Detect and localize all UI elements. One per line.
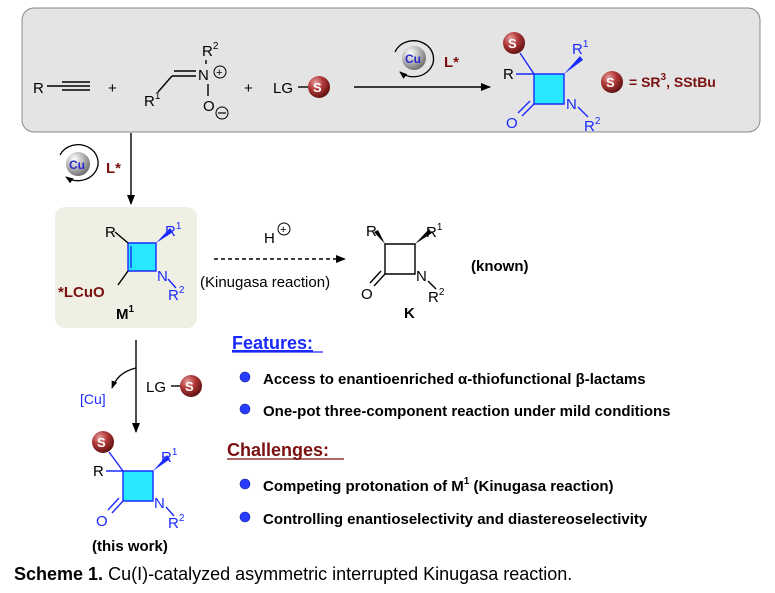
proton-charge: + [280, 224, 286, 236]
lower-s-ball-icon [180, 375, 202, 397]
challenges-section: Challenges: Competing protonation of M1 … [227, 440, 648, 528]
m1-r-label: R [105, 224, 116, 241]
tw-s-label: S [97, 435, 106, 450]
lower-lg-label: LG [146, 379, 166, 396]
bullet-icon [239, 511, 251, 523]
challenge-item-1: Competing protonation of M1 (Kinugasa re… [263, 476, 614, 495]
nitrone-r1-label: R1 [144, 91, 161, 110]
nitrone-r2-label: R2 [202, 41, 219, 60]
product-r1-label: R1 [572, 39, 589, 58]
features-section: Features: Access to enantioenriched α-th… [232, 333, 671, 420]
ligand-label: L* [444, 54, 459, 71]
tw-r1-label: R1 [161, 447, 178, 466]
tw-r-label: R [93, 463, 104, 480]
cu-label: Cu [405, 52, 421, 66]
reaction-box [21, 7, 761, 133]
m1-lcuo-label: *LCuO [58, 284, 105, 301]
catalytic-cycle-arrow-icon [394, 40, 435, 79]
tw-s-ball-icon [92, 431, 114, 453]
left-down-arrow: Cu L* [59, 133, 135, 205]
challenges-heading: Challenges: [227, 440, 329, 460]
left-cu-label: Cu [69, 158, 85, 172]
nitrone-n-label: N [198, 67, 209, 84]
k-r1-label: R1 [426, 222, 443, 241]
feature-item-2: One-pot three-component reaction under m… [263, 403, 671, 420]
k-name-label: K [404, 305, 415, 322]
this-work-tag: (this work) [92, 538, 168, 555]
product-s-ball-icon [503, 32, 525, 54]
lower-s-label: S [185, 379, 194, 394]
scheme-caption: Scheme 1. Cu(I)-catalyzed asymmetric int… [14, 564, 572, 585]
known-tag: (known) [471, 258, 529, 275]
plus-sign-2: + [244, 80, 253, 97]
product-r-label: R [503, 66, 514, 83]
top-product: S R R1 N R2 O [503, 32, 601, 135]
alkyne-reactant: R [33, 80, 90, 97]
product-r2-label: R2 [584, 116, 601, 135]
left-ligand-label: L* [106, 160, 121, 177]
definition-s-label: S [606, 75, 615, 90]
product-n-label: N [566, 96, 577, 113]
bullet-icon [239, 478, 251, 490]
nitrone-positive-charge: + [216, 67, 222, 79]
lg-label: LG [273, 80, 293, 97]
lower-down-arrow: [Cu] LG S [80, 340, 202, 433]
tw-n-label: N [154, 495, 165, 512]
m1-r1-label: R1 [165, 221, 182, 240]
k-n-label: N [416, 268, 427, 285]
nitrone-o-label: O [203, 98, 215, 115]
left-catalytic-cycle-icon [59, 144, 99, 184]
m1-r2-label: R2 [168, 285, 185, 304]
alkyne-r-label: R [33, 80, 44, 97]
definition-s-ball-icon [601, 71, 623, 93]
tw-r2-label: R2 [168, 513, 185, 532]
product-o-label: O [506, 115, 518, 132]
cu-ball-icon [402, 46, 426, 70]
s-definition-text: = SR3, SStBu [629, 72, 716, 90]
k-o-label: O [361, 286, 373, 303]
kinugasa-arrow: H + (Kinugasa reaction) [200, 222, 346, 291]
proton-label: H [264, 230, 275, 247]
kinugasa-label: (Kinugasa reaction) [200, 274, 330, 291]
lg-s-reagent: LG S [273, 76, 330, 98]
m1-name-label: M1 [116, 304, 135, 323]
intermediate-m1: R R1 N R2 *LCuO M1 [58, 221, 185, 323]
nitrone-reactant: R1 N R2 + O [144, 41, 229, 120]
features-heading: Features: [232, 333, 313, 353]
bullet-icon [239, 403, 251, 415]
tw-o-label: O [96, 513, 108, 530]
bullet-icon [239, 371, 251, 383]
feature-item-1: Access to enantioenriched α-thiofunction… [263, 371, 646, 388]
k-r2-label: R2 [428, 287, 445, 306]
top-reaction-arrow: Cu L* [354, 40, 491, 91]
this-work-product: S R R1 N R2 O (this work) [92, 431, 185, 555]
cu-leaving-label: [Cu] [80, 391, 106, 407]
s-definition: S = SR3, SStBu [601, 71, 716, 93]
known-product-k: R R1 N R2 O K (known) [361, 222, 529, 322]
plus-sign-1: + [108, 80, 117, 97]
m1-n-label: N [157, 268, 168, 285]
s-ball-label: S [313, 80, 322, 95]
left-cu-ball-icon [66, 152, 90, 176]
caption-text: Cu(I)-catalyzed asymmetric interrupted K… [103, 564, 573, 584]
challenge-item-2: Controlling enantioselectivity and diast… [263, 511, 648, 528]
product-s-label: S [508, 36, 517, 51]
k-r-label: R [366, 223, 377, 240]
caption-label: Scheme 1. [14, 564, 104, 584]
s-ball-icon [308, 76, 330, 98]
